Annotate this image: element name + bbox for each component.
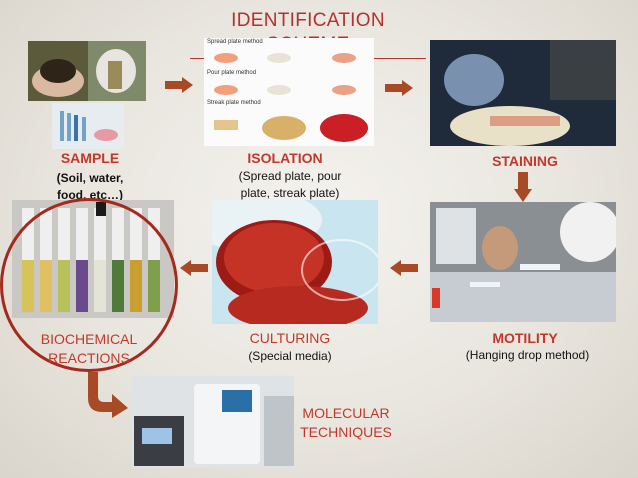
molecular-label-line2: TECHNIQUES bbox=[300, 424, 392, 440]
step-label-molecular: MOLECULAR TECHNIQUES bbox=[296, 404, 396, 442]
culturing-petri-image bbox=[212, 200, 378, 324]
step-desc-culturing: (Special media) bbox=[248, 349, 332, 363]
sample-water-image bbox=[52, 103, 124, 149]
step-label-motility: MOTILITY bbox=[492, 330, 558, 346]
isolation-figure-row1: Spread plate method bbox=[207, 39, 263, 45]
arrow-left-icon bbox=[390, 260, 418, 276]
molecular-label-line1: MOLECULAR bbox=[302, 405, 390, 421]
step-label-culturing: CULTURING bbox=[249, 330, 331, 346]
step-label-staining: STAINING bbox=[492, 153, 558, 169]
motility-slide-image bbox=[430, 202, 616, 322]
arrow-left-icon bbox=[180, 260, 208, 276]
isolation-desc-line1: (Spread plate, pour bbox=[238, 169, 342, 183]
biochemical-label-line2: REACTIONS bbox=[48, 350, 130, 366]
step-label-sample: SAMPLE bbox=[60, 150, 120, 166]
molecular-pcr-image bbox=[132, 376, 294, 468]
step-label-isolation: ISOLATION bbox=[247, 150, 323, 166]
isolation-figure-row2: Pour plate method bbox=[207, 70, 257, 76]
arrow-right-icon bbox=[385, 80, 413, 96]
arrow-down-icon bbox=[514, 172, 532, 202]
arrow-curve-icon bbox=[88, 372, 128, 418]
highlight-circle bbox=[0, 198, 178, 372]
isolation-figure-row3: Streak plate method bbox=[207, 100, 261, 106]
biochemical-label-line1: BIOCHEMICAL bbox=[40, 331, 138, 347]
step-label-biochemical: BIOCHEMICAL REACTIONS bbox=[24, 330, 154, 368]
isolation-desc-line2: plate, streak plate) bbox=[240, 186, 340, 200]
staining-microscope-image bbox=[430, 40, 616, 146]
step-desc-motility: (Hanging drop method) bbox=[465, 348, 590, 362]
sample-soil-image bbox=[28, 41, 146, 101]
sample-desc-line1: (Soil, water, bbox=[56, 171, 124, 185]
arrow-right-icon bbox=[165, 77, 193, 93]
isolation-methods-image: Spread plate method Pour plate method St… bbox=[204, 38, 374, 146]
step-desc-isolation: (Spread plate, pour plate, streak plate) bbox=[210, 168, 370, 202]
